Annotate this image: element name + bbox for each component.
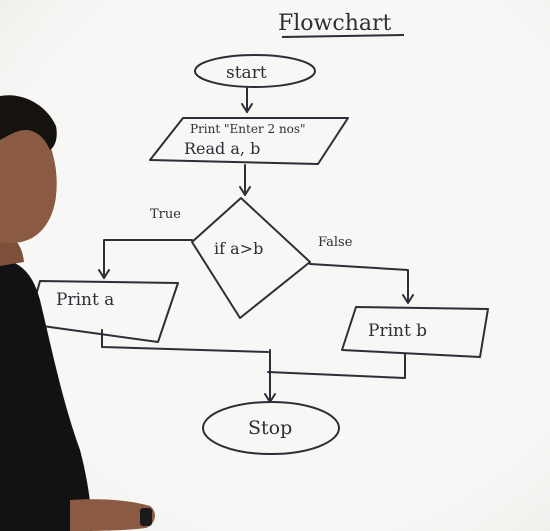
stop-label: Stop xyxy=(248,417,292,439)
true-branch-line xyxy=(103,239,193,279)
merge-line-right xyxy=(267,353,406,379)
stop-terminal xyxy=(202,401,340,455)
true-label: True xyxy=(150,207,181,222)
false-label: False xyxy=(318,235,353,250)
decision-label: if a>b xyxy=(214,239,263,258)
merge-line-left xyxy=(101,329,269,353)
input-output-box xyxy=(149,117,349,165)
presenter-face xyxy=(0,107,57,244)
title-underline xyxy=(281,34,405,38)
false-branch-arrow-head xyxy=(402,294,414,304)
start-label: start xyxy=(226,63,267,83)
presenter-person xyxy=(0,95,155,531)
decision-diamond xyxy=(191,197,311,319)
title-text: Flowchart xyxy=(278,11,392,36)
print-b-box xyxy=(341,306,489,358)
arrow-head-decision xyxy=(239,186,251,196)
presenter-shirt xyxy=(0,258,92,531)
presenter-hand xyxy=(70,499,155,531)
io-print-label: Print "Enter 2 nos" xyxy=(190,122,306,136)
true-branch-arrow-head xyxy=(98,269,110,279)
print-a-label: Print a xyxy=(56,290,114,310)
presenter-hair xyxy=(0,95,57,150)
marker-pen xyxy=(140,508,152,526)
io-read-label: Read a, b xyxy=(184,139,260,158)
false-branch-line xyxy=(309,263,409,303)
arrow-head-input xyxy=(241,103,253,113)
print-b-label: Print b xyxy=(368,321,427,341)
start-terminal xyxy=(194,54,316,88)
